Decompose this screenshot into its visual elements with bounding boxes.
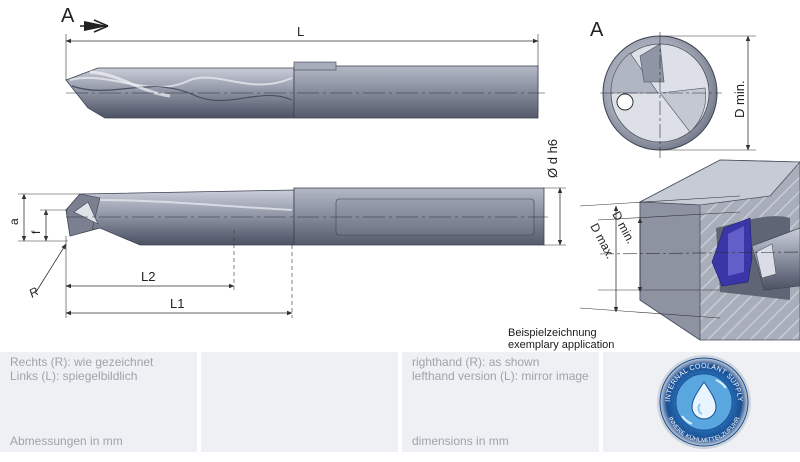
length-L-label: L — [297, 24, 304, 39]
info-panel-german — [0, 352, 197, 452]
end-view-a: A D min. — [590, 19, 756, 158]
coolant-badge: INTERNAL COOLANT SUPPLY INNERE KÜHLMITTE… — [656, 354, 752, 450]
view-a-title: A — [590, 19, 604, 41]
handedness-de-right: Rechts (R): wie gezeichnet — [10, 355, 154, 369]
units-en: dimensions in mm — [412, 434, 509, 448]
application-cutaway: D min. D max. — [579, 159, 800, 341]
handedness-de-left: Links (L): spiegelbildlich — [10, 369, 138, 383]
info-panel-english — [402, 352, 599, 452]
length-L1-label: L1 — [170, 296, 184, 311]
tool-front-view: Ø d h6 a f R L2 L1 — [7, 139, 566, 318]
d-min-view-label: D min. — [732, 80, 747, 118]
app-d-max-label: D max. — [587, 221, 617, 261]
dim-f-label: f — [29, 230, 43, 234]
shank-diameter-label: Ø d h6 — [545, 139, 560, 178]
handedness-en-right: righthand (R): as shown — [412, 355, 540, 369]
coolant-hole — [616, 93, 634, 111]
caption-de: Beispielzeichnung — [508, 327, 597, 339]
app-d-min-label: D min. — [609, 209, 638, 246]
length-L2-label: L2 — [141, 269, 155, 284]
tool-shank-top — [293, 65, 539, 119]
view-a-arrow-label: A — [61, 5, 75, 27]
units-de: Abmessungen in mm — [10, 434, 123, 448]
info-panel-blank — [201, 352, 398, 452]
handedness-en-left: lefthand version (L): mirror image — [412, 369, 589, 383]
tool-top-view: A L — [61, 5, 545, 119]
caption-en: exemplary application — [508, 339, 615, 351]
dim-a-label: a — [7, 218, 21, 225]
radius-leader — [35, 243, 67, 293]
